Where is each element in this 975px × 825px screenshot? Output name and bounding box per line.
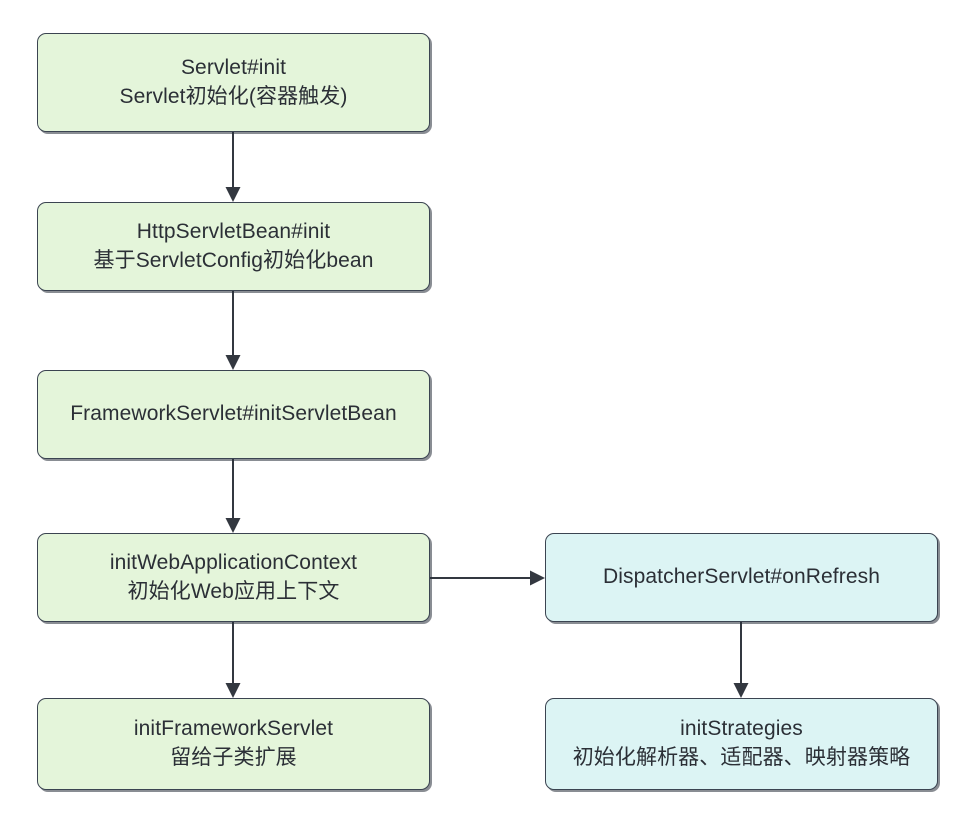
edge-http-servlet-bean-to-framework-servlet bbox=[225, 291, 241, 370]
arrowhead bbox=[225, 518, 241, 533]
node-label-line: FrameworkServlet#initServletBean bbox=[70, 402, 397, 426]
node-label-line: initFrameworkServlet bbox=[133, 717, 334, 741]
node-label-line: initWebApplicationContext bbox=[109, 550, 358, 574]
node-http-servlet-bean-init[interactable]: HttpServletBean#init 基于ServletConfig初始化be… bbox=[37, 202, 430, 291]
arrowhead bbox=[733, 683, 749, 698]
edge-init-web-context-to-on-refresh bbox=[430, 570, 545, 586]
node-dispatcher-servlet-on-refresh[interactable]: DispatcherServlet#onRefresh bbox=[545, 533, 938, 622]
arrowhead bbox=[530, 570, 545, 586]
edge-on-refresh-to-init-strategies bbox=[733, 622, 749, 698]
edge-framework-servlet-to-init-web-context bbox=[225, 459, 241, 533]
arrowhead bbox=[225, 187, 241, 202]
arrowhead bbox=[225, 355, 241, 370]
node-framework-servlet-init-servlet-bean[interactable]: FrameworkServlet#initServletBean bbox=[37, 370, 430, 459]
node-label-line: 初始化解析器、适配器、映射器策略 bbox=[572, 746, 911, 769]
arrowhead bbox=[225, 683, 241, 698]
node-label-line: HttpServletBean#init bbox=[136, 219, 331, 243]
edge-init-web-context-to-init-framework-servlet bbox=[225, 622, 241, 698]
node-init-web-application-context[interactable]: initWebApplicationContext 初始化Web应用上下文 bbox=[37, 533, 430, 622]
node-label-line: 基于ServletConfig初始化bean bbox=[93, 248, 374, 272]
node-label-line: 留给子类扩展 bbox=[170, 746, 297, 769]
edge-servlet-init-to-http-servlet-bean bbox=[225, 132, 241, 202]
node-label-line: initStrategies bbox=[680, 717, 803, 741]
node-label-line: 初始化Web应用上下文 bbox=[127, 579, 340, 603]
node-init-framework-servlet[interactable]: initFrameworkServlet 留给子类扩展 bbox=[37, 698, 430, 790]
node-label-line: Servlet#init bbox=[180, 55, 287, 79]
node-label-line: DispatcherServlet#onRefresh bbox=[602, 565, 880, 589]
node-init-strategies[interactable]: initStrategies 初始化解析器、适配器、映射器策略 bbox=[545, 698, 938, 790]
node-label-line: Servlet初始化(容器触发) bbox=[119, 84, 348, 108]
